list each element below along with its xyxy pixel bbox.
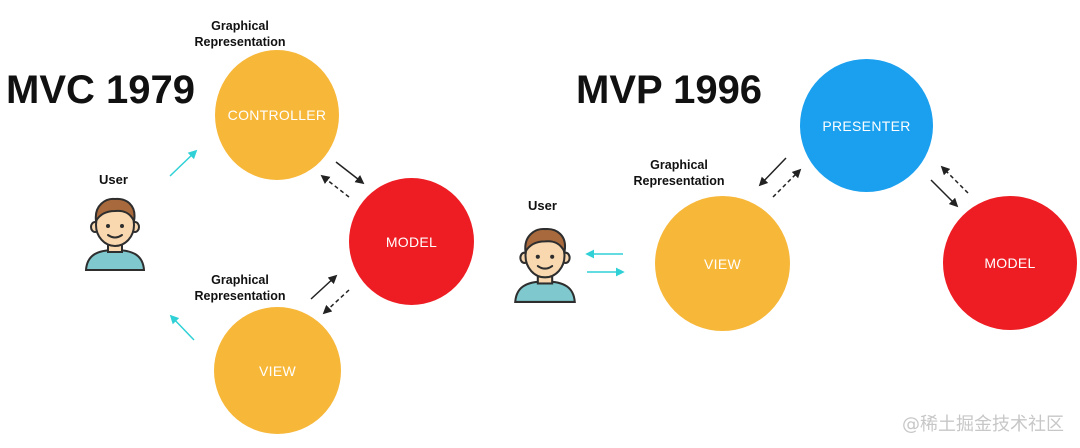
arrow-view-to-user	[169, 314, 195, 341]
arrow-presenter-to-view	[758, 157, 787, 187]
user-avatar-icon	[84, 197, 146, 271]
arrow-presenter-to-model	[930, 179, 959, 208]
mvc-view-label: VIEW	[259, 362, 296, 379]
mvp-presenter-label: PRESENTER	[822, 117, 911, 134]
mvc-model-node: MODEL	[349, 178, 474, 305]
arrow-model-to-presenter	[940, 165, 969, 194]
mvp-title: MVP 1996	[576, 68, 763, 112]
mvc-title: MVC 1979	[6, 68, 195, 112]
arrow-view-to-model	[310, 274, 338, 300]
mvp-view-caption: Graphical Representation	[633, 158, 725, 189]
arrow-model-to-controller	[320, 174, 350, 198]
arrow-user-to-controller	[169, 149, 198, 177]
mvp-model-label: MODEL	[984, 255, 1036, 271]
watermark: @稀土掘金技术社区	[902, 414, 1064, 435]
mvc-controller-caption: Graphical Representation	[194, 19, 286, 50]
user-avatar-icon	[514, 228, 576, 303]
mvp-presenter-node: PRESENTER	[800, 59, 933, 192]
mvp-view-node: VIEW	[655, 196, 790, 331]
arrow-view-to-presenter	[772, 168, 802, 198]
mvc-controller-node: CONTROLLER	[215, 50, 339, 180]
mvp-view-label: VIEW	[704, 255, 741, 272]
mvp-user-label: User	[528, 198, 557, 213]
mvc-model-label: MODEL	[385, 233, 438, 250]
mvc-controller-label: CONTROLLER	[227, 107, 327, 123]
mvc-user-label: User	[99, 172, 128, 187]
arrow-model-to-view	[322, 289, 350, 315]
arrow-controller-to-model	[335, 161, 365, 185]
mvp-model-node: MODEL	[943, 196, 1077, 330]
mvc-view-node: VIEW	[214, 307, 341, 434]
mvc-view-caption: Graphical Representation	[194, 273, 286, 304]
